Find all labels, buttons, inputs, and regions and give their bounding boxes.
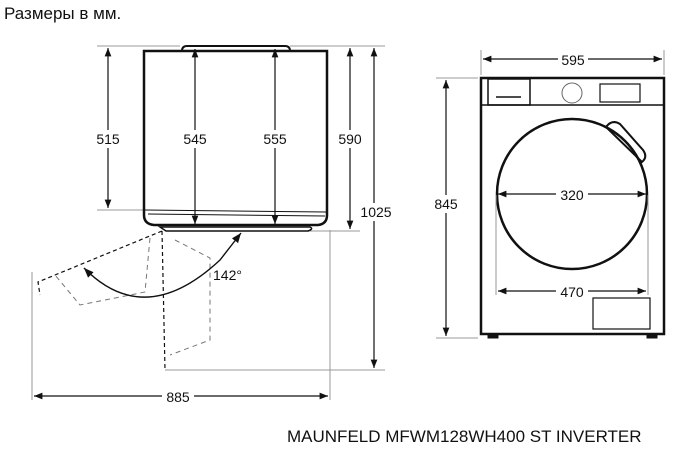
- door-handle: [604, 121, 647, 164]
- dim-515: 515: [96, 131, 120, 147]
- dim-1025: 1025: [360, 204, 391, 220]
- filter-hatch: [592, 297, 651, 330]
- model-name: MAUNFELD MFWM128WH400 ST INVERTER: [287, 427, 642, 446]
- dim-door-angle: 142°: [213, 267, 242, 283]
- dim-height-845: 845: [434, 196, 458, 212]
- dim-width-595: 595: [561, 52, 585, 68]
- dim-545: 545: [183, 131, 207, 147]
- dim-590: 590: [338, 131, 362, 147]
- top-view: [31, 45, 385, 400]
- dim-885: 885: [166, 389, 190, 405]
- program-knob: [561, 82, 583, 104]
- dim-555: 555: [263, 131, 287, 147]
- washer-body: [479, 76, 666, 336]
- dim-inner-470: 470: [560, 284, 584, 300]
- detergent-drawer: [487, 78, 531, 106]
- dimensions-title: Размеры в мм.: [4, 4, 122, 23]
- top-view-labels: 515 545 555 590 1025 885 142°: [94, 130, 394, 406]
- front-view-labels: 595 845 320 470: [431, 51, 588, 301]
- dim-door-320: 320: [560, 187, 584, 203]
- door-porthole: [495, 117, 649, 271]
- display-panel: [599, 83, 641, 103]
- front-view: [436, 50, 666, 339]
